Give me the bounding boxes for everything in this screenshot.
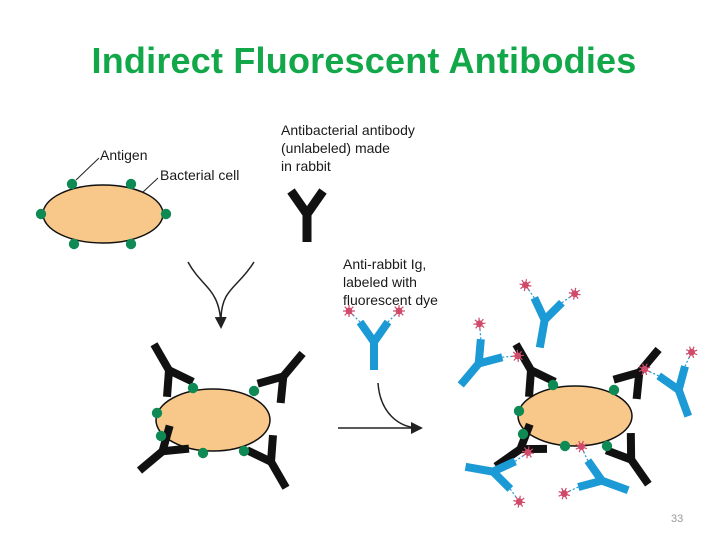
primary-antibody-label-line-1: Antibacterial antibody <box>281 122 415 138</box>
antigen-dot <box>238 445 250 457</box>
secondary-antibody-label-line-1: Anti-rabbit Ig, <box>343 256 426 272</box>
binding-arrow <box>338 382 423 434</box>
primary-antibody-label-line-3: in rabbit <box>281 158 331 174</box>
antigen-dot <box>66 178 78 190</box>
secondary-antibody-label-line-2: labeled with <box>343 274 417 290</box>
antigen-dot <box>559 440 571 452</box>
secondary-antibody <box>557 439 639 519</box>
bacterial-cell-leader-line <box>142 177 159 193</box>
antigen-dot <box>68 238 80 250</box>
antigen-leader-line <box>75 157 100 181</box>
secondary-antibody <box>509 278 581 353</box>
secondary-antibody-label-line-3: fluorescent dye <box>343 292 438 308</box>
antigen-dot <box>517 428 529 440</box>
antigen-label: Antigen <box>100 147 147 163</box>
primary-antibody <box>141 337 193 397</box>
primary-antibody <box>247 435 299 495</box>
primary-antibody <box>503 337 555 397</box>
antigen-dot <box>160 208 172 220</box>
antigen-dot <box>187 382 199 394</box>
antigen-dot <box>601 440 613 452</box>
antigen-dot <box>35 208 47 220</box>
page-number: 33 <box>671 513 683 525</box>
antigen-dot <box>248 385 260 397</box>
antigen-dot <box>513 405 525 417</box>
bacterial-cell <box>155 388 271 452</box>
antigen-dot <box>547 379 559 391</box>
slide-title: Indirect Fluorescent Antibodies <box>91 40 637 81</box>
bacterial-cell-label: Bacterial cell <box>160 167 239 183</box>
antigen-dot <box>125 178 137 190</box>
primary-antibody <box>258 344 314 403</box>
antigen-dot <box>608 384 620 396</box>
antigen-dot <box>197 447 209 459</box>
antigen-dot <box>125 238 137 250</box>
labeled-complex <box>437 278 717 519</box>
antigen-dot <box>151 407 163 419</box>
primary-antibody-label-line-2: (unlabeled) made <box>281 140 390 156</box>
bacterial-cell <box>42 184 164 244</box>
combine-arrow <box>187 261 255 329</box>
secondary-antibody-icon <box>343 305 405 370</box>
cell-with-primary-antibodies <box>130 337 314 495</box>
antigen-dot <box>155 430 167 442</box>
bacterial-cell-group <box>35 178 172 250</box>
secondary-antibody <box>437 315 526 405</box>
primary-antibody-icon <box>287 188 327 242</box>
